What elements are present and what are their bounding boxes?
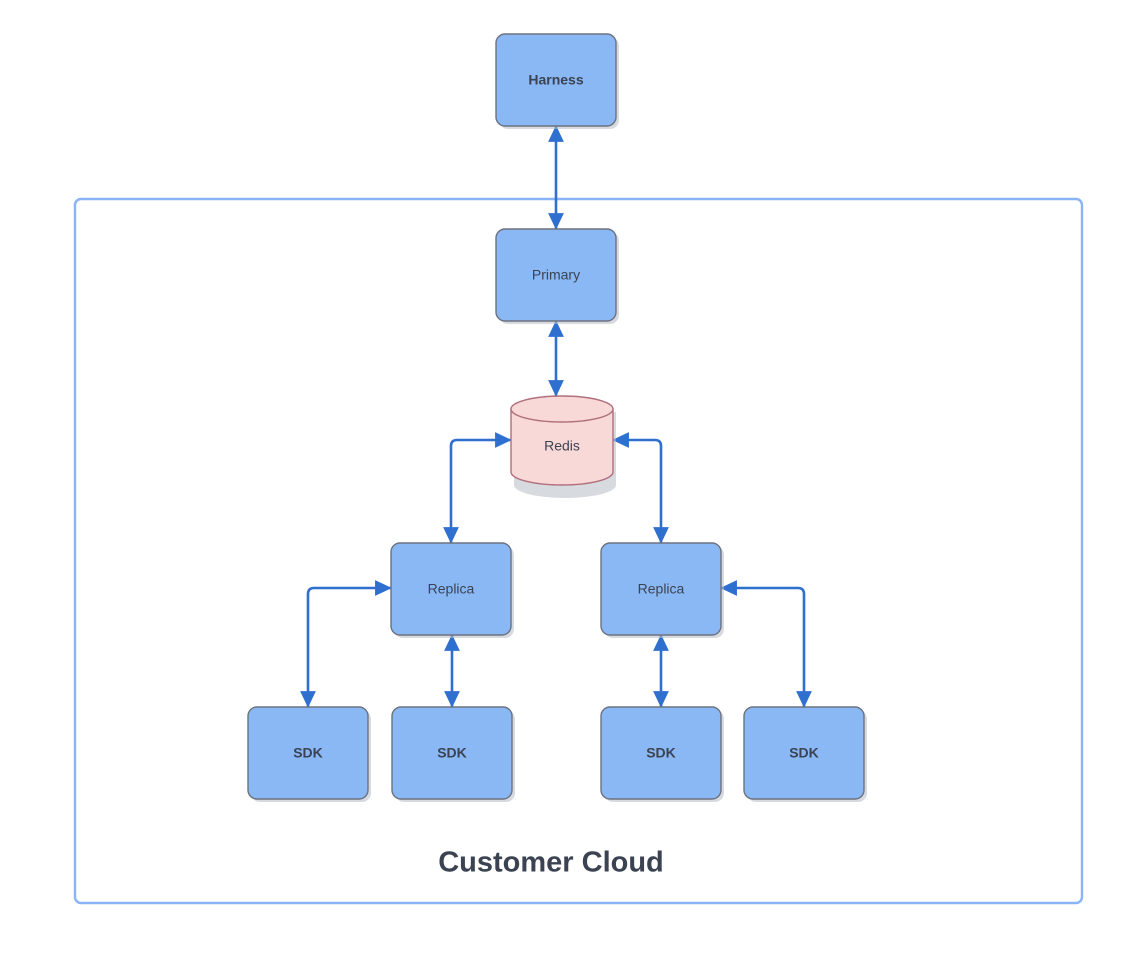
connector-sdk4-replica-right — [720, 580, 812, 708]
node-shape-replica-right[interactable] — [600, 542, 722, 636]
node-shape-sdk-3[interactable] — [600, 706, 722, 800]
node-replica-right[interactable]: Replica — [600, 542, 724, 638]
node-shape-replica-left[interactable] — [390, 542, 512, 636]
node-shape-redis-body[interactable] — [510, 408, 614, 486]
node-shape-sdk-4[interactable] — [743, 706, 865, 800]
node-sdk-4[interactable]: SDK — [743, 706, 867, 802]
connector-replica-left-redis — [443, 432, 512, 544]
node-shape-sdk-1[interactable] — [247, 706, 369, 800]
node-sdk-1[interactable]: SDK — [247, 706, 371, 802]
node-shape-harness[interactable] — [495, 33, 617, 127]
node-primary[interactable]: Primary — [495, 228, 619, 324]
group-title-customer-cloud: Customer Cloud — [438, 847, 664, 879]
connector-replica-right-redis — [612, 432, 669, 544]
node-sdk-3[interactable]: SDK — [600, 706, 724, 802]
node-harness[interactable]: Harness — [495, 33, 619, 129]
node-shape-primary[interactable] — [495, 228, 617, 322]
connectors-layer — [300, 125, 812, 708]
connector-sdk1-replica-left — [300, 580, 392, 708]
node-shape-redis-top[interactable] — [510, 395, 614, 423]
node-shape-sdk-2[interactable] — [391, 706, 513, 800]
node-redis[interactable]: Redis — [510, 395, 616, 498]
group-customer-cloud: Customer Cloud — [73, 197, 1084, 905]
node-replica-left[interactable]: Replica — [390, 542, 514, 638]
node-sdk-2[interactable]: SDK — [391, 706, 515, 802]
group-frame-customer-cloud — [73, 197, 1084, 905]
